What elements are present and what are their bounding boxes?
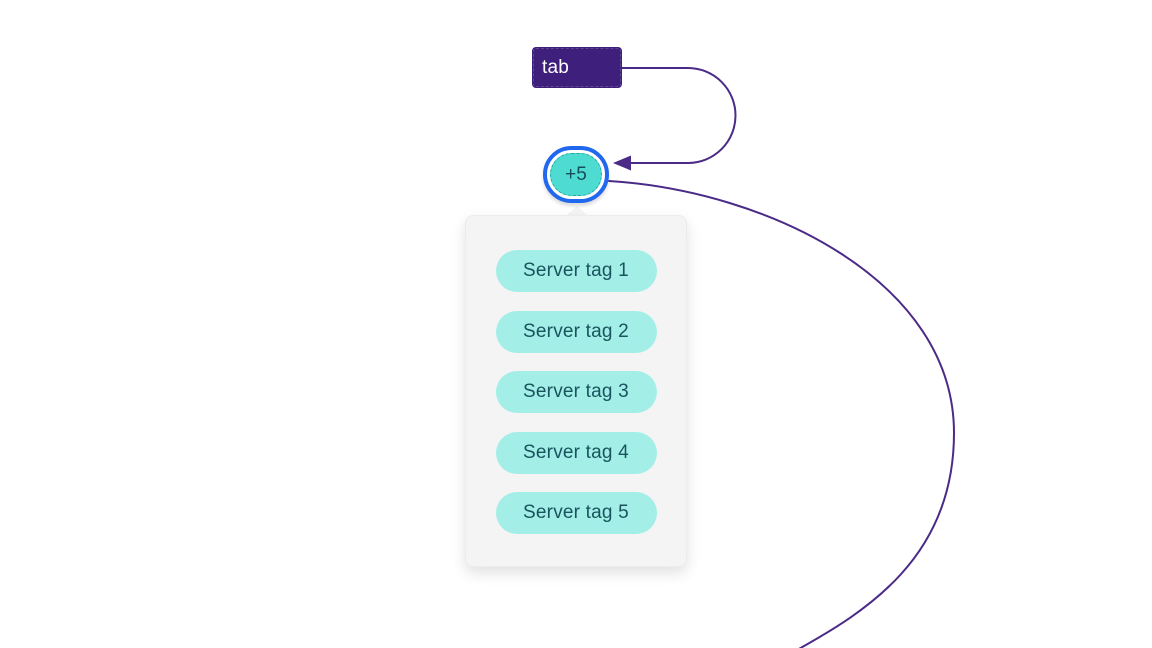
popover-pointer bbox=[566, 206, 588, 216]
server-tag-pill: Server tag 4 bbox=[495, 431, 657, 474]
server-tag-pill: Server tag 2 bbox=[495, 310, 657, 353]
tab-button[interactable]: tab bbox=[532, 47, 622, 88]
server-tag-pill: Server tag 3 bbox=[495, 371, 657, 413]
server-tag-label: Server tag 2 bbox=[523, 320, 629, 342]
tag-overflow-badge[interactable]: +5 bbox=[543, 146, 609, 203]
server-tag-label: Server tag 1 bbox=[523, 260, 629, 281]
server-tag-pill: Server tag 5 bbox=[495, 492, 657, 534]
tag-overflow-popover: Server tag 1 Server tag 2 Server tag 3 S… bbox=[465, 215, 687, 567]
connector-tab-to-badge bbox=[620, 67, 737, 164]
arrowhead-icon bbox=[613, 155, 631, 171]
tag-overflow-count: +5 bbox=[565, 163, 587, 185]
server-tag-label: Server tag 5 bbox=[523, 502, 629, 523]
server-tag-label: Server tag 4 bbox=[523, 441, 629, 463]
tag-overflow-badge-inner: +5 bbox=[550, 153, 602, 196]
server-tag-pill: Server tag 1 bbox=[495, 250, 657, 292]
server-tag-label: Server tag 3 bbox=[523, 381, 629, 402]
tab-button-label: tab bbox=[542, 56, 570, 78]
